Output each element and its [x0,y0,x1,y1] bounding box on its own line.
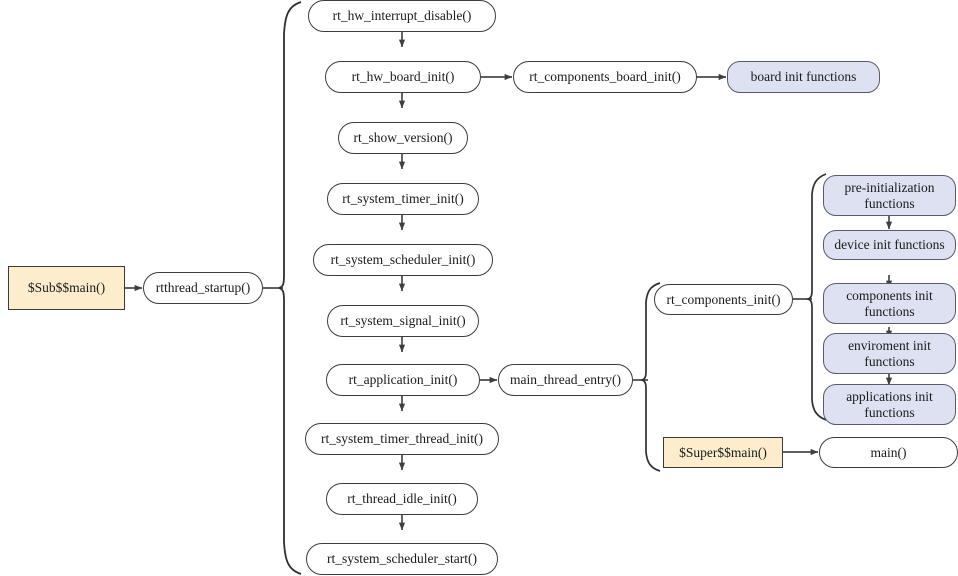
node-sub-main[interactable]: $Sub$$main() [8,266,125,310]
node-pre-initialization-functions[interactable]: pre-initialization functions [823,175,956,216]
node-rt-system-scheduler-init-label: rt_system_scheduler_init() [330,252,476,268]
node-super-main-label: $Super$$main() [679,444,767,460]
node-board-init-functions-label: board init functions [750,69,857,85]
node-sub-main-label: $Sub$$main() [27,280,106,296]
node-enviroment-init-functions[interactable]: enviroment init functions [823,333,956,374]
node-rt-hw-interrupt-disable[interactable]: rt_hw_interrupt_disable() [308,0,496,32]
node-rt-application-init[interactable]: rt_application_init() [326,364,480,396]
node-rt-system-timer-thread-init[interactable]: rt_system_timer_thread_init() [305,423,499,455]
node-rt-components-board-init-label: rt_components_board_init() [529,69,681,85]
node-pre-initialization-functions-line2: functions [864,195,915,211]
node-rt-system-signal-init-label: rt_system_signal_init() [340,313,466,329]
node-pre-initialization-functions-line1: pre-initialization [844,179,935,195]
node-device-init-functions[interactable]: device init functions [823,230,956,260]
node-rt-system-timer-init[interactable]: rt_system_timer_init() [327,183,479,215]
node-components-init-functions-line2: functions [864,303,915,319]
node-rt-show-version[interactable]: rt_show_version() [338,122,468,154]
node-main-thread-entry[interactable]: main_thread_entry() [498,364,633,396]
node-rt-system-scheduler-start-label: rt_system_scheduler_start() [327,551,477,567]
node-applications-init-functions[interactable]: applications init functions [823,384,956,425]
node-rt-thread-idle-init[interactable]: rt_thread_idle_init() [326,483,478,515]
node-applications-init-functions-line2: functions [864,404,915,420]
node-rt-hw-interrupt-disable-label: rt_hw_interrupt_disable() [332,8,472,24]
node-components-init-functions-line1: components init [846,287,933,303]
node-rt-components-init-label: rt_components_init() [666,291,781,307]
node-enviroment-init-functions-line1: enviroment init [848,337,931,353]
node-components-init-functions[interactable]: components init functions [823,283,956,324]
node-rt-components-board-init[interactable]: rt_components_board_init() [513,61,697,93]
node-rt-components-init[interactable]: rt_components_init() [654,284,793,315]
node-board-init-functions[interactable]: board init functions [727,61,880,93]
node-rtthread-startup-label: rtthread_startup() [155,280,251,296]
node-rt-system-timer-init-label: rt_system_timer_init() [342,191,464,207]
node-rtthread-startup[interactable]: rtthread_startup() [143,272,263,304]
node-rt-application-init-label: rt_application_init() [348,372,458,388]
node-main-label: main() [870,444,907,460]
node-rt-system-timer-thread-init-label: rt_system_timer_thread_init() [321,431,483,447]
node-rt-thread-idle-init-label: rt_thread_idle_init() [347,491,457,507]
node-rt-show-version-label: rt_show_version() [353,130,453,146]
node-enviroment-init-functions-line2: functions [864,353,915,369]
node-rt-system-scheduler-init[interactable]: rt_system_scheduler_init() [313,244,493,276]
node-super-main[interactable]: $Super$$main() [663,437,783,468]
node-main-thread-entry-label: main_thread_entry() [510,372,621,388]
node-rt-system-scheduler-start[interactable]: rt_system_scheduler_start() [306,543,498,575]
node-main[interactable]: main() [819,437,958,468]
node-rt-hw-board-init-label: rt_hw_board_init() [351,69,455,85]
node-applications-init-functions-line1: applications init [846,388,933,404]
node-rt-hw-board-init[interactable]: rt_hw_board_init() [325,61,481,93]
node-device-init-functions-label: device init functions [834,237,945,253]
node-rt-system-signal-init[interactable]: rt_system_signal_init() [327,305,479,337]
